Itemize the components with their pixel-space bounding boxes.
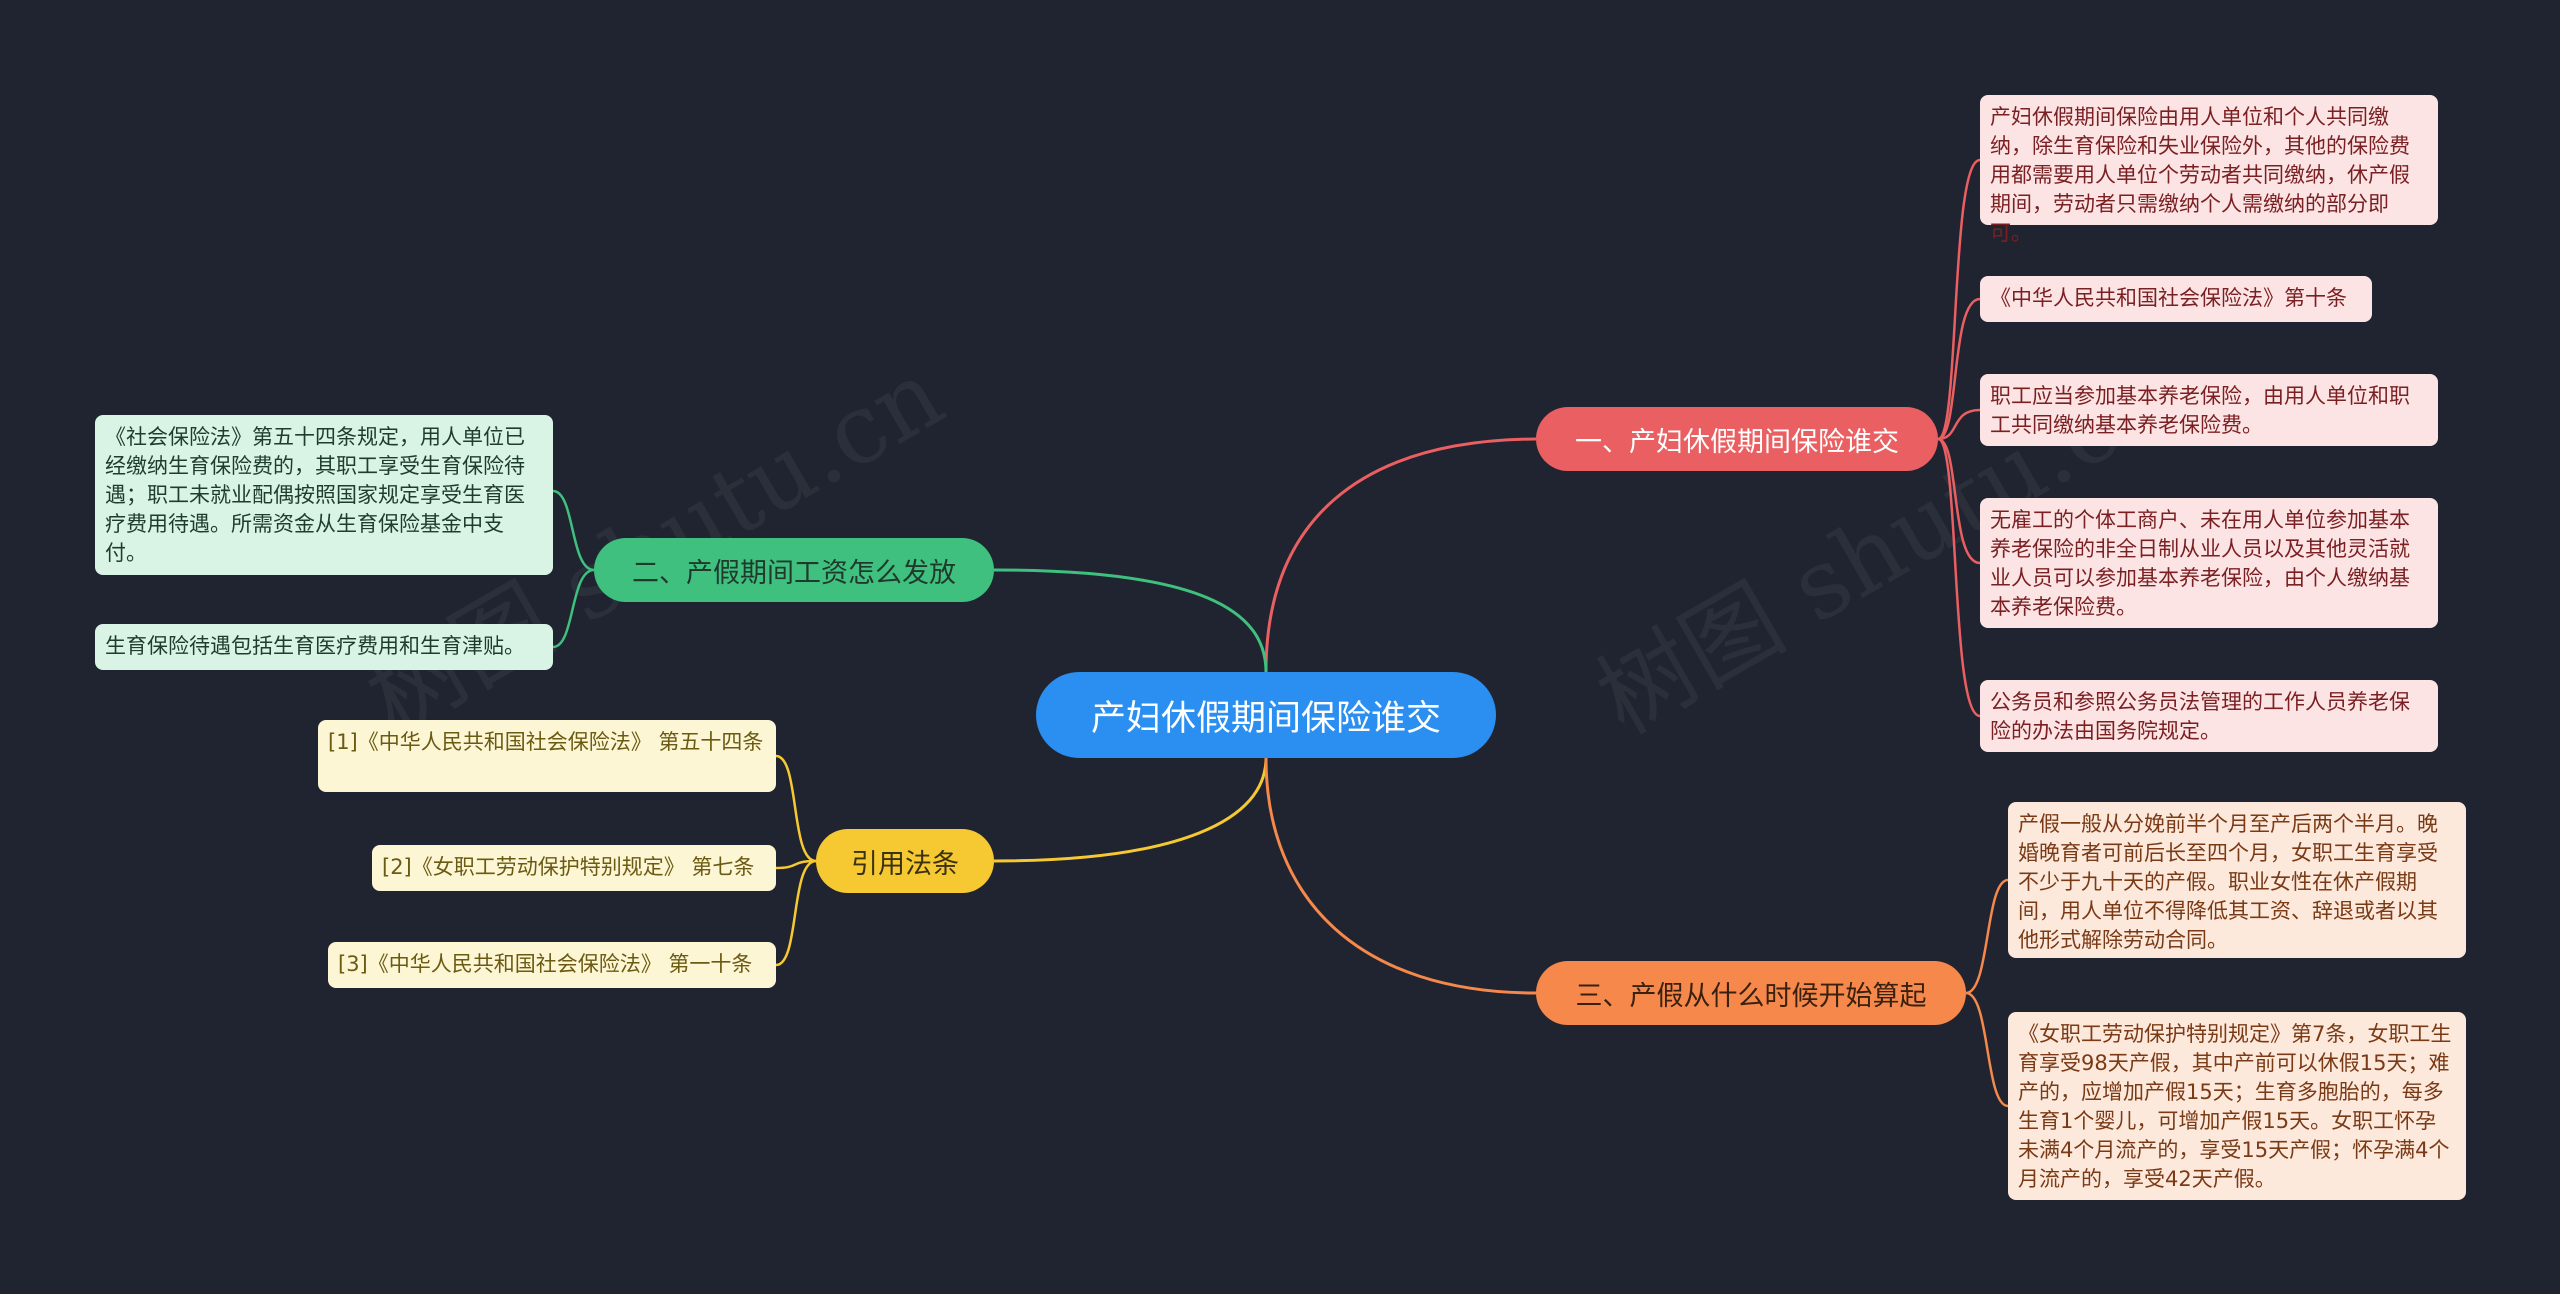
connector-b3-leaf (775, 859, 817, 870)
branch-insurance-payer[interactable]: 一、产妇休假期间保险谁交 (1536, 407, 1938, 471)
branch-maternity-wages[interactable]: 二、产假期间工资怎么发放 (594, 538, 994, 602)
connector-b3-leaf (775, 754, 817, 863)
connector-b4-leaf (1965, 878, 2009, 995)
connector-root-b2 (993, 568, 1268, 673)
leaf-b1-5[interactable]: 公务员和参照公务员法管理的工作人员养老保险的办法由国务院规定。 (1980, 680, 2438, 752)
leaf-b3-2[interactable]: [2]《女职工劳动保护特别规定》 第七条 (372, 845, 776, 891)
connector-root-b3 (993, 757, 1268, 863)
connector-b1-leaf (1937, 437, 1981, 565)
leaf-b1-4[interactable]: 无雇工的个体工商户、未在用人单位参加基本养老保险的非全日制从业人员以及其他灵活就… (1980, 498, 2438, 628)
leaf-b3-1[interactable]: [1]《中华人民共和国社会保险法》 第五十四条 (318, 720, 776, 792)
leaf-b3-3[interactable]: [3]《中华人民共和国社会保险法》 第一十条 (328, 942, 776, 988)
root-topic[interactable]: 产妇休假期间保险谁交 (1036, 672, 1496, 758)
leaf-b4-2[interactable]: 《女职工劳动保护特别规定》第7条，女职工生育享受98天产假，其中产前可以休假15… (2008, 1012, 2466, 1200)
leaf-b1-3[interactable]: 职工应当参加基本养老保险，由用人单位和职工共同缴纳基本养老保险费。 (1980, 374, 2438, 446)
leaf-b2-1[interactable]: 《社会保险法》第五十四条规定，用人单位已经缴纳生育保险费的，其职工享受生育保险待… (95, 415, 553, 575)
connector-root-b4 (1264, 757, 1537, 995)
leaf-b1-2[interactable]: 《中华人民共和国社会保险法》第十条 (1980, 276, 2372, 322)
connector-b1-leaf (1937, 408, 1981, 441)
leaf-b4-1[interactable]: 产假一般从分娩前半个月至产后两个半月。晚婚晚育者可前后长至四个月，女职工生育享受… (2008, 802, 2466, 958)
leaf-b2-2[interactable]: 生育保险待遇包括生育医疗费用和生育津贴。 (95, 624, 553, 670)
connector-b1-leaf (1937, 437, 1981, 718)
connector-b3-leaf (775, 859, 817, 967)
connector-b1-leaf (1937, 158, 1981, 441)
connector-b4-leaf (1965, 991, 2009, 1108)
branch-cited-laws[interactable]: 引用法条 (816, 829, 994, 893)
connector-b2-leaf (552, 489, 595, 572)
connector-b1-leaf (1937, 297, 1981, 441)
connector-b2-leaf (552, 568, 595, 649)
leaf-b1-1[interactable]: 产妇休假期间保险由用人单位和个人共同缴纳，除生育保险和失业保险外，其他的保险费用… (1980, 95, 2438, 245)
branch-leave-start[interactable]: 三、产假从什么时候开始算起 (1536, 961, 1966, 1025)
connector-root-b1 (1264, 437, 1537, 673)
